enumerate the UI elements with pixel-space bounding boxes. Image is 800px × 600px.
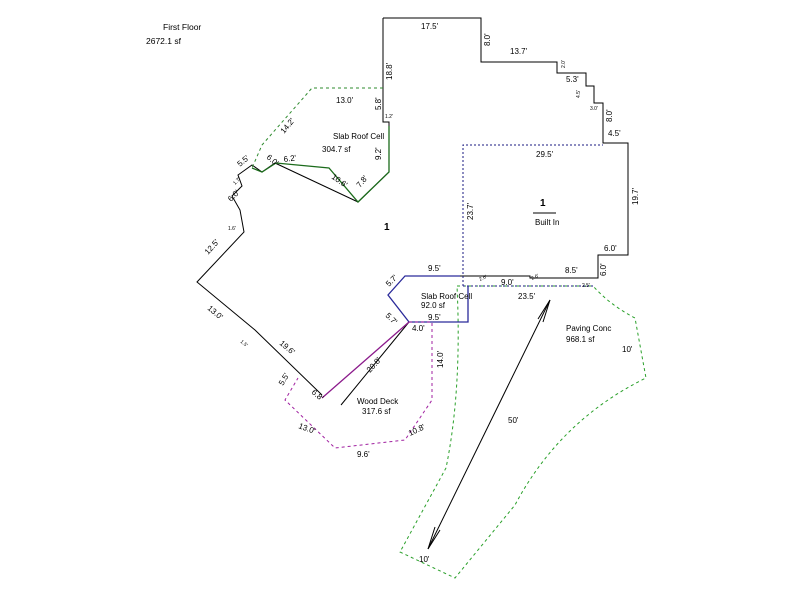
paving-sf: 968.1 sf [566,335,595,344]
dim-left-13-0: 13.0' [206,304,225,322]
dim-lower-5-7a: 5.7' [384,273,400,289]
dim-slab-v1: 5.8' [374,97,383,110]
dim-lower-4-0: 4.0' [412,324,425,333]
built-in-outline [462,144,603,287]
paving-dimension-line [427,299,551,550]
dim-slab-top: 13.0' [336,96,354,105]
slab-lower-sf: 92.0 sf [421,301,446,310]
dim-slab-6-2: 6.2' [283,153,297,164]
slab-lower-name: Slab Roof Cell [421,292,472,301]
floor-area: 2672.1 sf [146,36,182,46]
dim-built-19-7: 19.7' [631,187,640,205]
wood-deck-dashed-edge [284,321,433,449]
dim-built-2-6b: 2.6' [530,273,540,282]
dim-built-2-5: 2.5' [582,283,590,289]
slab-upper-sf: 304.7 sf [322,145,351,154]
paving-arrow-top-icon [537,299,551,323]
dim-left-12-5: 12.5' [203,237,221,256]
wood-deck-sf: 317.6 sf [362,407,391,416]
dim-left-vertical: 18.8' [385,62,394,80]
dim-built-6-0a: 6.0' [604,244,617,253]
dim-left-1-7: 1.7' [232,177,242,187]
dim-built-23-5: 23.5' [518,292,536,301]
dim-lower-5-7b: 5.7' [384,311,400,327]
dim-paving-50: 50' [508,416,519,425]
dim-deck-5-5: 5.5' [277,371,291,387]
dim-step-b: 5.3' [566,75,579,84]
paving-outline [399,285,647,579]
dim-top: 17.5' [421,22,439,31]
dim-slab-9-2: 9.2' [374,147,383,160]
dim-left-19-6: 19.6' [278,339,297,357]
dim-step-c: 4.5' [576,90,582,98]
dim-built-23-7: 23.7' [466,202,475,220]
dim-paving-10a: 10' [622,345,633,354]
built-in-number: 1 [540,198,546,209]
floor-title: First Floor [163,22,201,32]
dim-right-step-1: 8.0' [483,33,492,46]
dim-slab-6-0: 6.0' [265,153,281,168]
dim-built-29-5: 29.5' [536,150,554,159]
built-in-label: Built In [535,218,559,227]
dim-step-a: 2.0' [561,60,567,68]
paving-name: Paving Conc [566,324,611,333]
wood-deck-name: Wood Deck [357,397,399,406]
dim-paving-10b: 10' [419,555,430,564]
dim-built-2-6a: 2.6' [478,274,488,283]
dim-deck-10-8: 10.8' [407,422,427,438]
dim-step-d: 3.0' [590,106,598,112]
paving-arrow-bottom-icon [427,526,441,550]
slab-upper-name: Slab Roof Cell [333,132,384,141]
dim-slab-small: 1.2' [385,114,393,120]
dim-built-8-5: 8.5' [565,266,578,275]
main-area-number: 1 [384,222,390,233]
slab-upper-dashed-edge [251,87,383,169]
dim-left-1-6: 1.6' [228,226,236,232]
dim-left-1-5: 1.5' [239,339,249,349]
dim-left-6-0: 6.0' [226,188,242,204]
dim-deck-9-6: 9.6' [357,450,370,459]
dim-deck-6-8: 6.8' [310,388,326,403]
wood-deck-solid-edge [321,321,410,399]
dim-step-f: 4.5' [608,129,621,138]
dim-step-e: 8.0' [605,109,614,122]
dim-built-9-0: 9.0' [501,278,514,287]
dim-slab-diag: 14.2' [279,116,297,135]
dim-right-top: 13.7' [510,47,528,56]
dim-lower-9-5a: 9.5' [428,264,441,273]
dim-lower-9-5b: 9.5' [428,313,441,322]
dim-deck-13-0: 13.0' [297,421,317,435]
main-outline [196,17,629,406]
dim-built-6-0b: 6.0' [599,263,608,276]
slab-upper-solid-edge [251,126,390,203]
dim-slab-10-6: 10.6' [330,172,350,189]
dim-left-5-5: 5.5' [236,153,252,168]
dim-deck-14-0: 14.0' [436,350,445,368]
dim-slab-7-8: 7.8' [355,173,370,189]
slab-lower-outline [387,275,469,323]
